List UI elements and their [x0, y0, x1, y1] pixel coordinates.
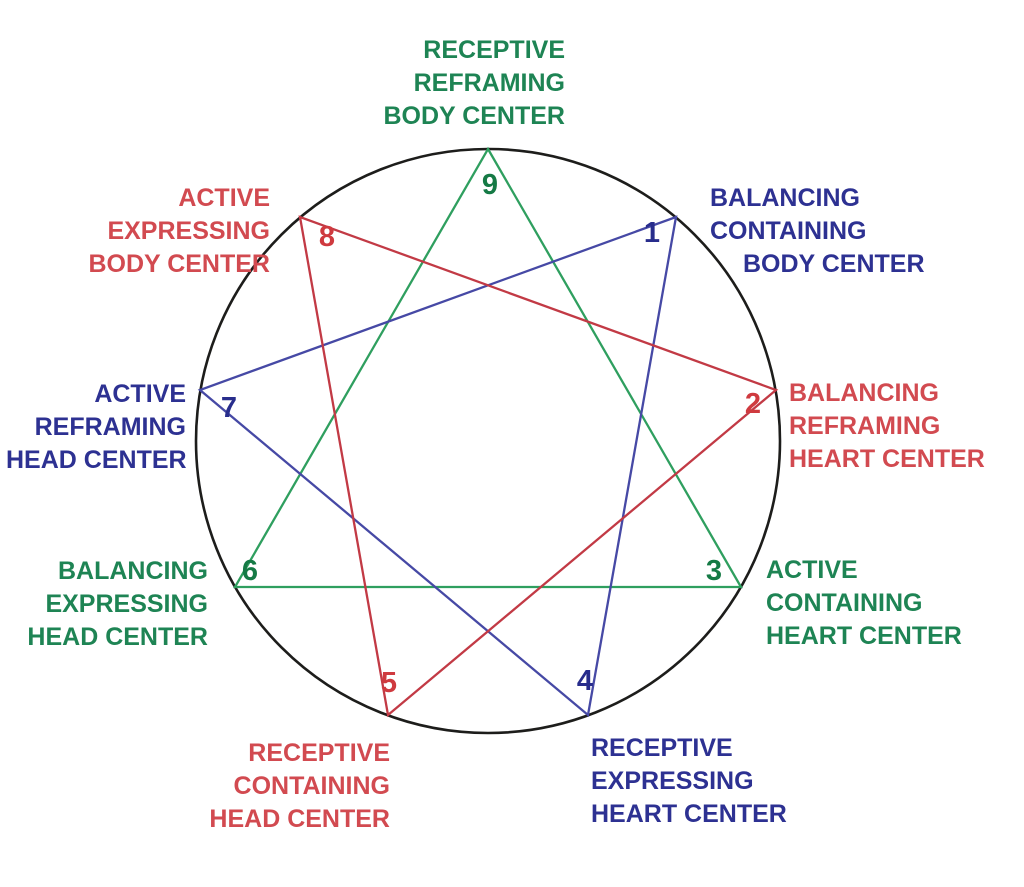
label-line: BODY CENTER [743, 250, 925, 278]
triangle-blue-1-4-7 [197, 215, 678, 718]
label-line: RECEPTIVE [423, 36, 565, 64]
label-point-7: ACTIVE REFRAMING HEAD CENTER [6, 378, 187, 477]
point-number-4: 4 [577, 665, 593, 697]
label-line: HEART CENTER [789, 445, 985, 473]
label-point-2: BALANCING REFRAMING HEART CENTER [789, 377, 1019, 476]
point-number-7: 7 [221, 392, 237, 424]
label-line: BALANCING [710, 184, 860, 212]
label-point-4: RECEPTIVE EXPRESSING HEART CENTER [591, 732, 821, 831]
label-line: HEAD CENTER [27, 623, 208, 651]
label-line: ACTIVE [178, 184, 270, 212]
label-line: REFRAMING [34, 413, 186, 441]
label-point-1: BALANCING CONTAINING BODY CENTER [710, 182, 1010, 281]
label-line: HEAD CENTER [6, 446, 187, 474]
triangle-green-9-3-6 [233, 146, 743, 589]
label-line: BALANCING [789, 379, 939, 407]
label-line: HEART CENTER [591, 800, 787, 828]
label-line: EXPRESSING [45, 590, 208, 618]
label-line: CONTAINING [766, 589, 923, 617]
label-point-9: RECEPTIVE REFRAMING BODY CENTER [265, 34, 565, 133]
point-number-8: 8 [319, 221, 335, 253]
label-point-5: RECEPTIVE CONTAINING HEAD CENTER [90, 737, 390, 836]
label-line: CONTAINING [710, 217, 867, 245]
triangle-red-2-5-8 [298, 215, 779, 718]
label-line: REFRAMING [789, 412, 941, 440]
label-line: BODY CENTER [88, 250, 270, 278]
point-number-1: 1 [644, 217, 660, 249]
point-number-6: 6 [242, 555, 258, 587]
label-line: HEART CENTER [766, 622, 962, 650]
label-line: RECEPTIVE [591, 734, 733, 762]
label-line: HEAD CENTER [209, 805, 390, 833]
label-line: EXPRESSING [591, 767, 754, 795]
label-point-6: BALANCING EXPRESSING HEAD CENTER [8, 555, 208, 654]
point-number-3: 3 [706, 555, 722, 587]
label-line: ACTIVE [94, 380, 186, 408]
label-line: REFRAMING [413, 69, 565, 97]
point-number-9: 9 [482, 169, 498, 201]
label-line: RECEPTIVE [248, 739, 390, 767]
point-number-2: 2 [745, 388, 761, 420]
label-line: BALANCING [58, 557, 208, 585]
label-line: BODY CENTER [383, 102, 565, 130]
label-line: EXPRESSING [107, 217, 270, 245]
label-point-8: ACTIVE EXPRESSING BODY CENTER [70, 182, 270, 281]
label-line: ACTIVE [766, 556, 858, 584]
point-number-5: 5 [381, 667, 397, 699]
label-line: CONTAINING [233, 772, 390, 800]
enneagram-circle [194, 147, 782, 735]
label-point-3: ACTIVE CONTAINING HEART CENTER [766, 554, 996, 653]
